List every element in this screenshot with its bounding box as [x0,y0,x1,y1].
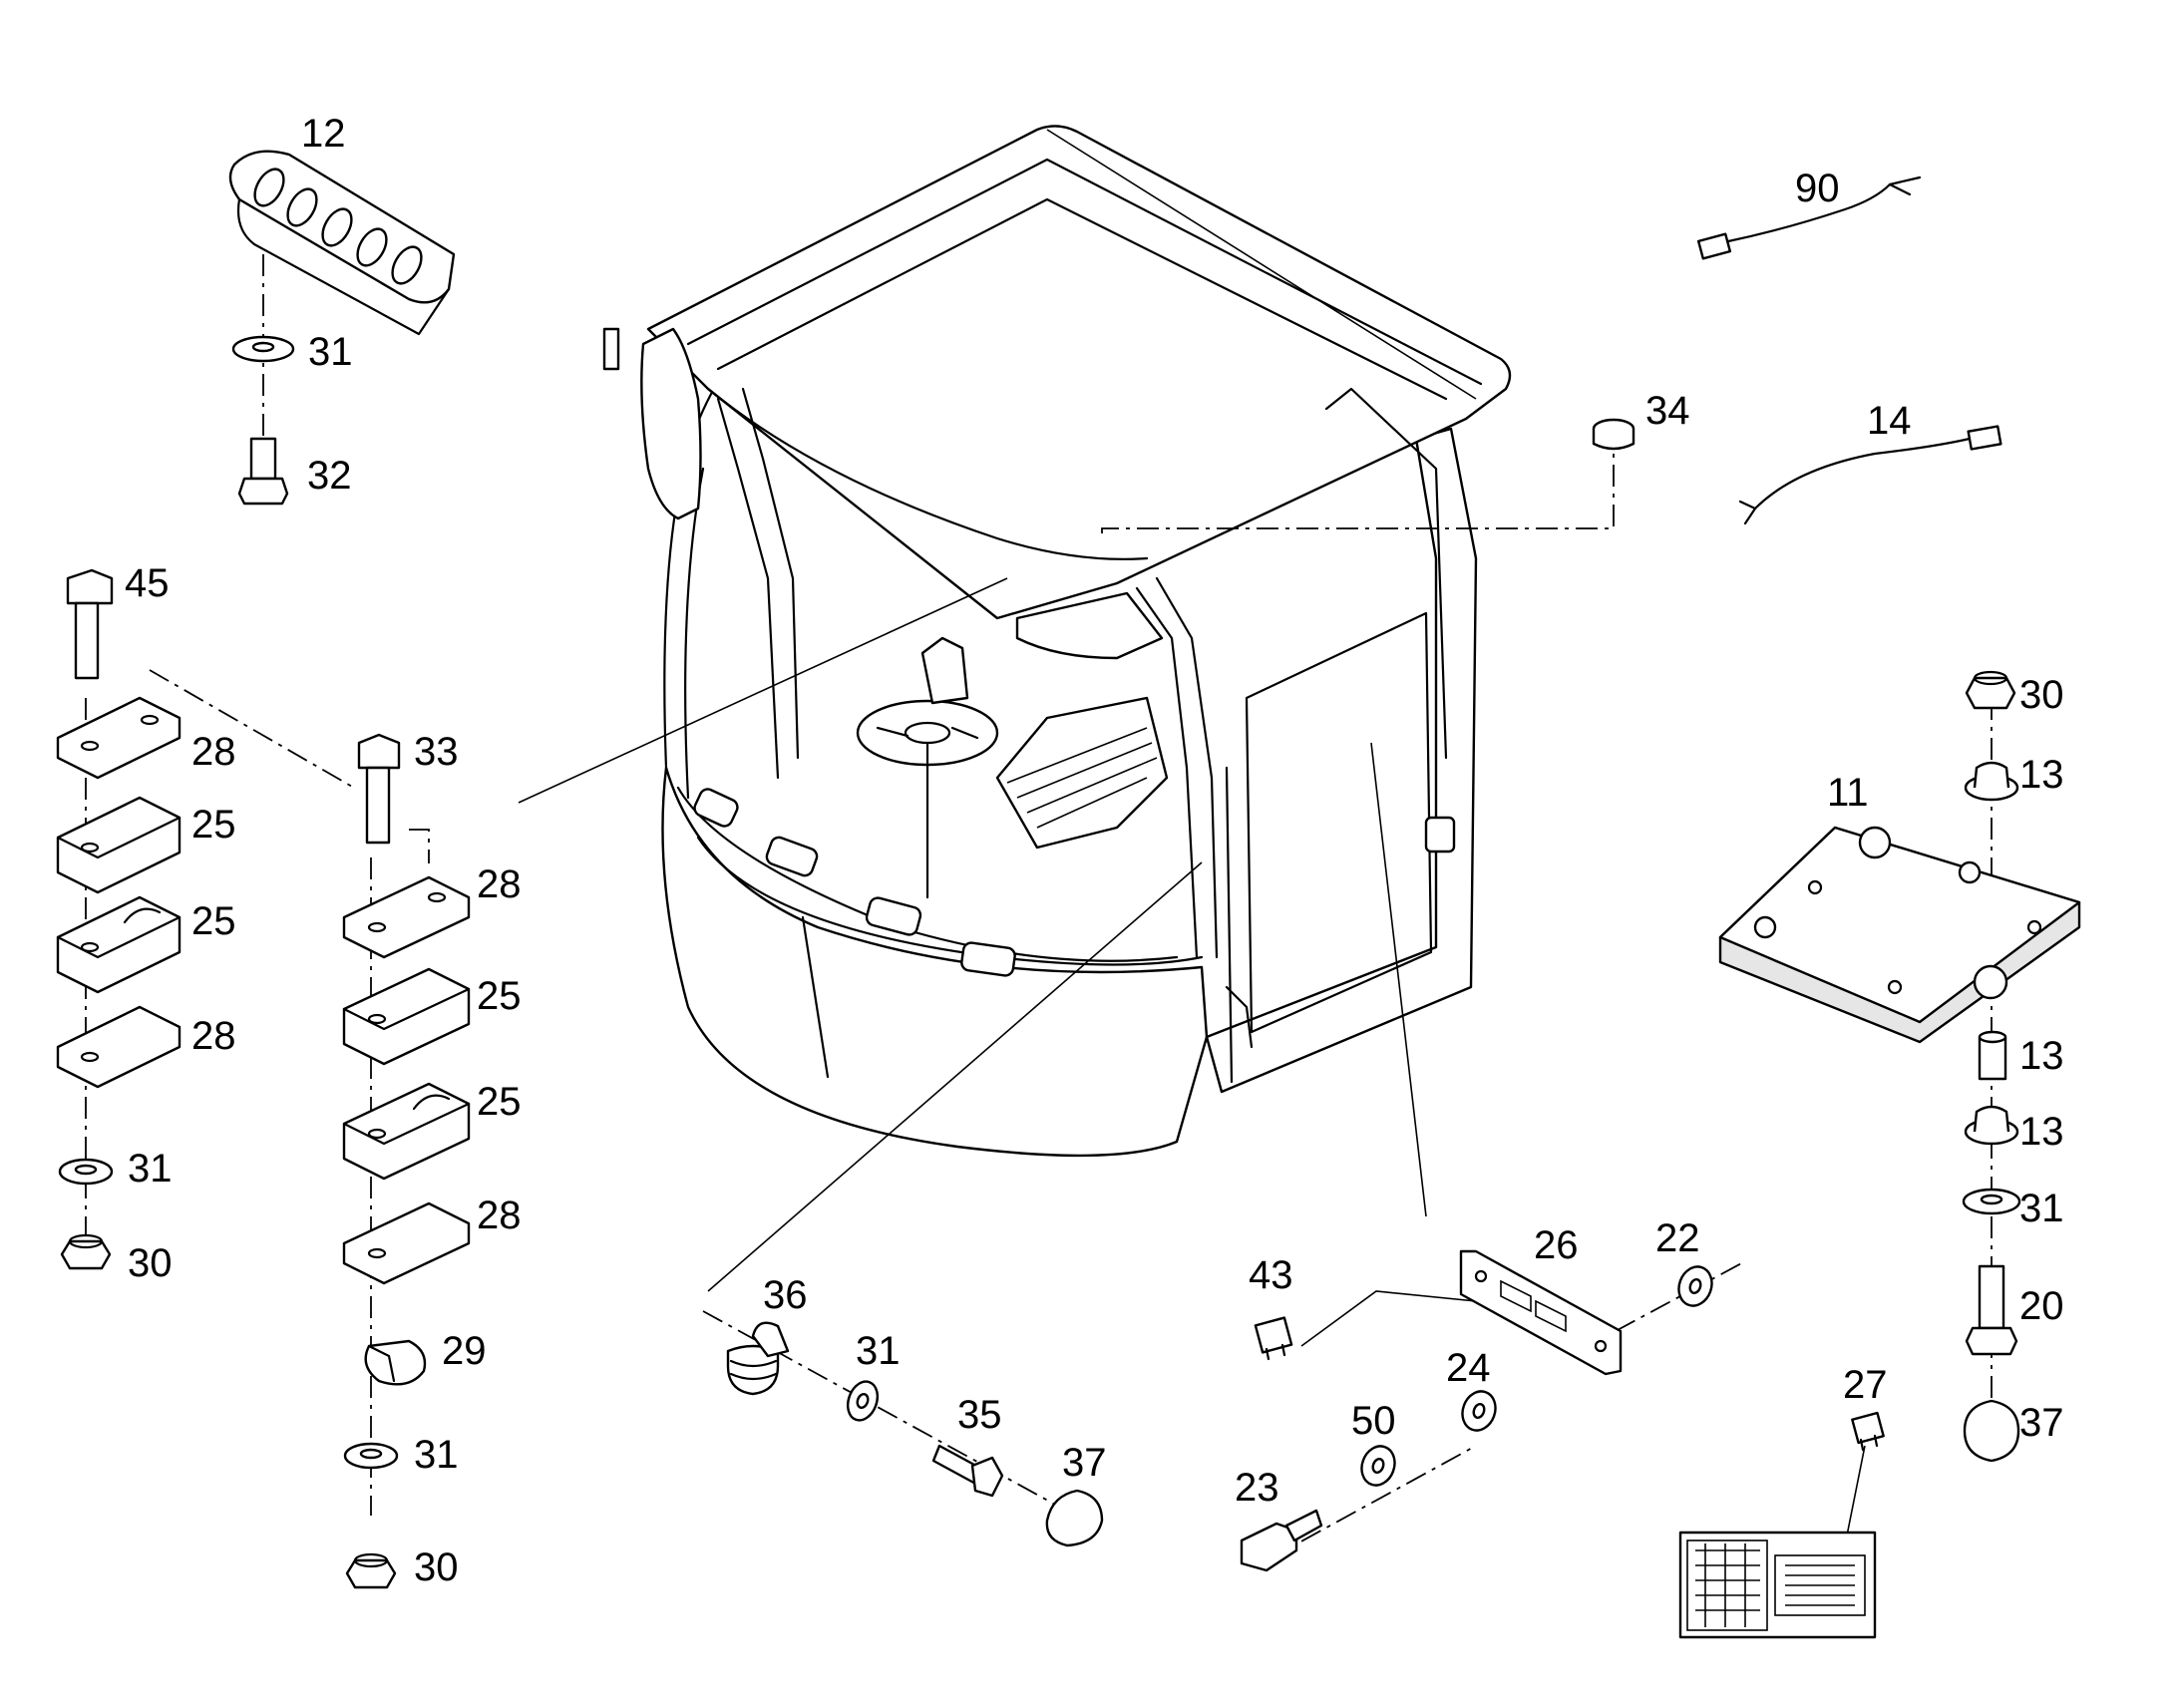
callout-31: 31 [128,1147,173,1191]
callout-25: 25 [477,1080,522,1124]
block-25-left-a [56,796,182,894]
bolt-20 [1965,1264,2018,1356]
callout-11: 11 [1827,771,1869,815]
callout-25: 25 [191,803,236,847]
fuse-43 [1254,1316,1293,1361]
washer-31-right [1962,1188,2021,1215]
block-25-mid-b [342,1082,471,1181]
washer-31-mid [343,1442,399,1470]
bolt-35 [931,1444,1004,1498]
callout-13: 13 [2019,753,2064,797]
block-25-left-b [56,895,182,994]
callout-50: 50 [1351,1399,1396,1443]
cab-assembly [602,125,1512,1158]
washer-31-left [58,1158,114,1186]
washer-31-top [231,335,295,363]
mount-13-top [1964,761,2019,802]
callout-31: 31 [2019,1187,2064,1230]
callout-28: 28 [191,1014,236,1058]
callout-12: 12 [301,112,346,156]
callout-22: 22 [1655,1216,1700,1260]
cover-11 [1718,826,2081,1044]
cap-37-bottom [1045,1489,1104,1547]
callout-45: 45 [125,561,170,605]
harness-90 [1696,175,1922,260]
washer-50 [1360,1445,1396,1487]
bolt-45 [66,568,114,680]
fuse-box [1678,1531,1877,1639]
callout-32: 32 [307,454,352,498]
callout-14: 14 [1867,399,1912,443]
nut-30-mid [345,1552,397,1589]
callout-25: 25 [477,974,522,1018]
plate-28-mid-bottom [342,1201,471,1285]
part-12-light-housing [228,150,456,336]
nut-30-left [60,1233,112,1270]
callout-33: 33 [414,730,459,774]
callout-34: 34 [1645,389,1690,433]
block-25-mid-a [342,967,471,1066]
plate-28-left-bottom [56,1005,182,1089]
callout-29: 29 [442,1329,487,1373]
callout-23: 23 [1235,1466,1279,1510]
fuse-holder-26 [1459,1249,1623,1376]
callout-20: 20 [2019,1284,2064,1328]
callout-31: 31 [308,330,353,374]
plate-28-left-top [56,696,182,780]
plate-28-mid-top [342,875,471,959]
nut-30-right [1965,670,2016,710]
bolt-23 [1240,1509,1323,1572]
clamp-36 [726,1321,790,1396]
callout-30: 30 [2019,673,2064,717]
callout-24: 24 [1446,1346,1491,1390]
mount-13-bottom [1964,1105,2019,1146]
callout-35: 35 [957,1393,1002,1437]
fuse-27 [1851,1411,1885,1452]
washer-24 [1461,1390,1497,1432]
callout-28: 28 [477,862,522,906]
bolt-32 [237,437,289,506]
harness-14 [1738,425,2002,525]
washer-31-bottom [846,1380,880,1422]
callout-31: 31 [414,1433,459,1477]
callout-25: 25 [191,899,236,943]
callout-37: 37 [2019,1401,2064,1445]
callout-30: 30 [414,1545,459,1589]
cap-37-right [1963,1399,2020,1463]
callout-37: 37 [1062,1441,1107,1485]
callout-27: 27 [1843,1363,1888,1407]
callout-31: 31 [856,1329,901,1373]
spacer-13-middle [1978,1030,2007,1081]
callout-13: 13 [2019,1034,2064,1078]
callout-43: 43 [1249,1253,1293,1297]
washer-22 [1677,1265,1713,1307]
callout-30: 30 [128,1241,173,1285]
clip-29 [364,1339,427,1386]
callout-90: 90 [1795,167,1840,210]
grommet-34 [1592,418,1635,451]
callout-labels: 12 31 32 45 28 25 25 28 31 30 33 28 25 2… [125,112,2064,1589]
callout-26: 26 [1534,1223,1579,1267]
callout-28: 28 [477,1194,522,1237]
callout-36: 36 [763,1273,808,1317]
callout-13: 13 [2019,1110,2064,1154]
callout-28: 28 [191,730,236,774]
bolt-33 [357,733,401,845]
